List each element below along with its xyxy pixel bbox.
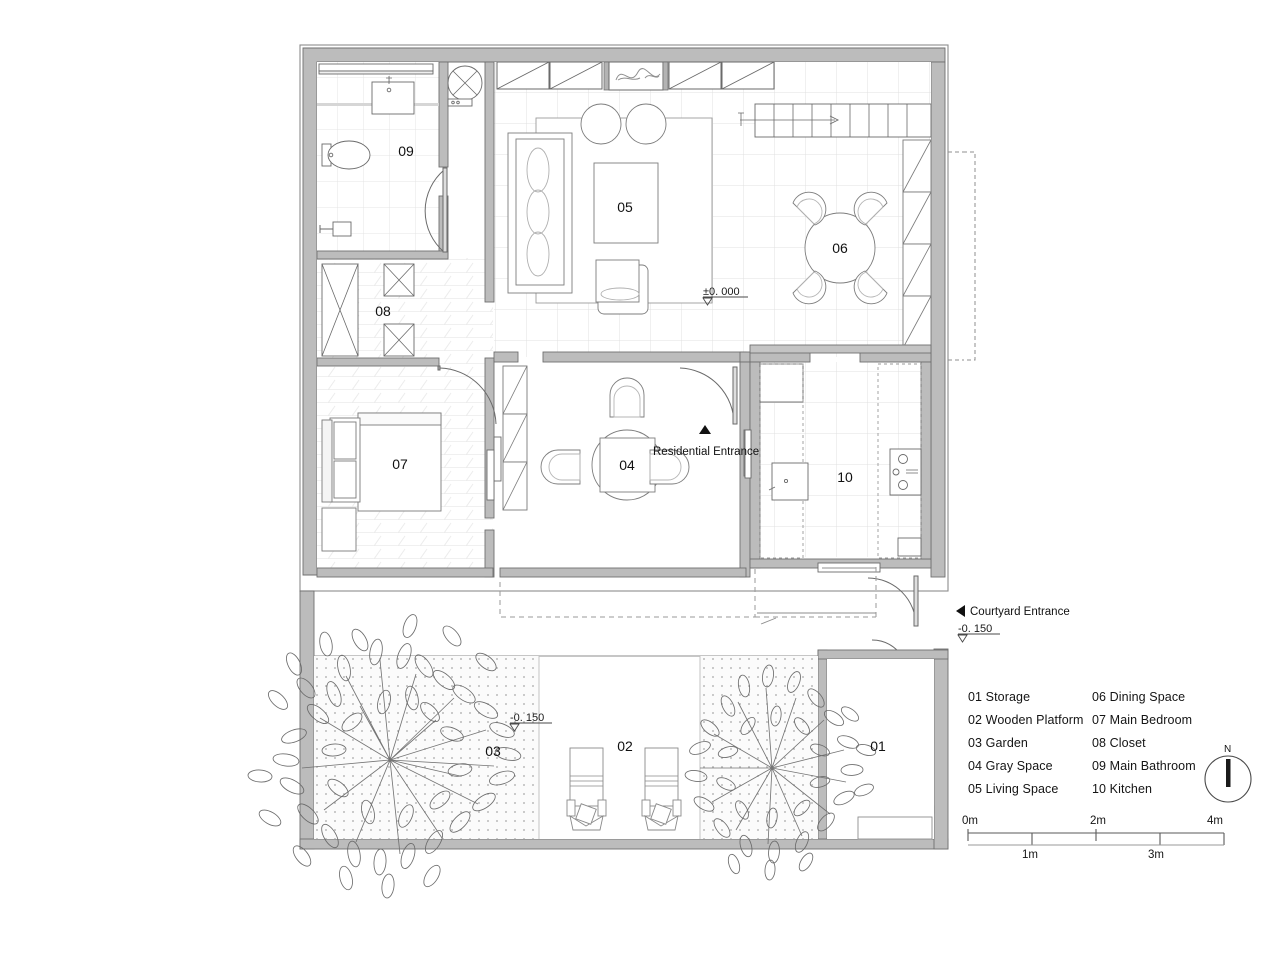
legend-item-09: 09 Main Bathroom bbox=[1092, 759, 1196, 773]
courtyard-entrance-marker: Courtyard Entrance bbox=[956, 605, 1070, 618]
gray-space-window-right bbox=[744, 429, 752, 479]
residential-entrance-marker: Residential Entrance bbox=[653, 425, 759, 458]
legend-item-06: 06 Dining Space bbox=[1092, 690, 1186, 704]
stairs bbox=[738, 103, 932, 138]
room-label-07: 07 bbox=[392, 456, 408, 472]
lounge-chair-right bbox=[641, 747, 682, 831]
lounge-chair-left bbox=[566, 747, 607, 831]
tree-canopy-east bbox=[684, 664, 877, 881]
legend-item-05: 05 Living Space bbox=[968, 782, 1059, 796]
compass-circle bbox=[1204, 755, 1252, 803]
compass-north-label: N bbox=[1224, 744, 1232, 755]
gray-space-furniture bbox=[540, 377, 690, 501]
right-wall-windows bbox=[902, 139, 932, 349]
bedroom-window bbox=[486, 449, 495, 501]
compass-needle bbox=[1226, 759, 1231, 787]
legend-item-02: 02 Wooden Platform bbox=[968, 713, 1084, 727]
legend-item-03: 03 Garden bbox=[968, 736, 1028, 750]
closet-wardrobe bbox=[321, 263, 415, 357]
room-label-04: 04 bbox=[619, 457, 635, 473]
legend-item-10: 10 Kitchen bbox=[1092, 782, 1153, 796]
room-label-02: 02 bbox=[617, 738, 633, 754]
tree-canopy-west bbox=[247, 614, 522, 899]
compass-rose bbox=[1204, 755, 1252, 803]
bedroom-furniture bbox=[321, 412, 442, 552]
room-label-08: 08 bbox=[375, 303, 391, 319]
room-number-labels: 09 08 07 05 06 04 10 03 02 01 bbox=[375, 143, 886, 759]
gray-space-window-left bbox=[493, 436, 502, 482]
level-marker-courtyard: -0. 150 bbox=[957, 623, 1000, 643]
garden-area-east bbox=[700, 656, 818, 839]
room-label-03: 03 bbox=[485, 743, 501, 759]
legend-item-07: 07 Main Bedroom bbox=[1092, 713, 1193, 727]
room-label-01: 01 bbox=[870, 738, 886, 754]
level-marker-courtyard-text: -0. 150 bbox=[958, 623, 992, 635]
scale-tick-2m: 2m bbox=[1090, 815, 1106, 827]
decor-plant-symbol bbox=[615, 68, 661, 81]
level-marker-main-text: ±0. 000 bbox=[703, 286, 740, 298]
room-label-10: 10 bbox=[837, 469, 853, 485]
scale-tick-3m: 3m bbox=[1148, 849, 1164, 861]
level-marker-garden: -0. 150 bbox=[509, 712, 552, 732]
left-wall-windows-gray-space bbox=[502, 365, 528, 511]
room-label-05: 05 bbox=[617, 199, 633, 215]
legend-item-01: 01 Storage bbox=[968, 690, 1031, 704]
storage-contents bbox=[857, 816, 933, 840]
sliding-door-panels bbox=[496, 61, 775, 91]
room-label-06: 06 bbox=[832, 240, 848, 256]
bathroom-fixtures bbox=[318, 63, 483, 237]
scale-tick-0m: 0m bbox=[962, 815, 978, 827]
roof-overhang-dashed bbox=[963, 151, 976, 361]
level-marker-main: ±0. 000 bbox=[702, 286, 748, 306]
legend-item-04: 04 Gray Space bbox=[968, 759, 1053, 773]
scale-tick-1m: 1m bbox=[1022, 849, 1038, 861]
living-furniture bbox=[507, 103, 713, 315]
courtyard-entrance-label: Courtyard Entrance bbox=[970, 606, 1070, 618]
legend-item-08: 08 Closet bbox=[1092, 736, 1146, 750]
residential-entrance-label: Residential Entrance bbox=[653, 446, 759, 458]
level-marker-garden-text: -0. 150 bbox=[510, 712, 544, 724]
dining-furniture bbox=[792, 191, 888, 305]
courtyard-canopy-dashed bbox=[499, 567, 756, 618]
scale-bar bbox=[967, 829, 1225, 846]
room-label-09: 09 bbox=[398, 143, 414, 159]
scale-tick-4m: 4m bbox=[1207, 815, 1223, 827]
